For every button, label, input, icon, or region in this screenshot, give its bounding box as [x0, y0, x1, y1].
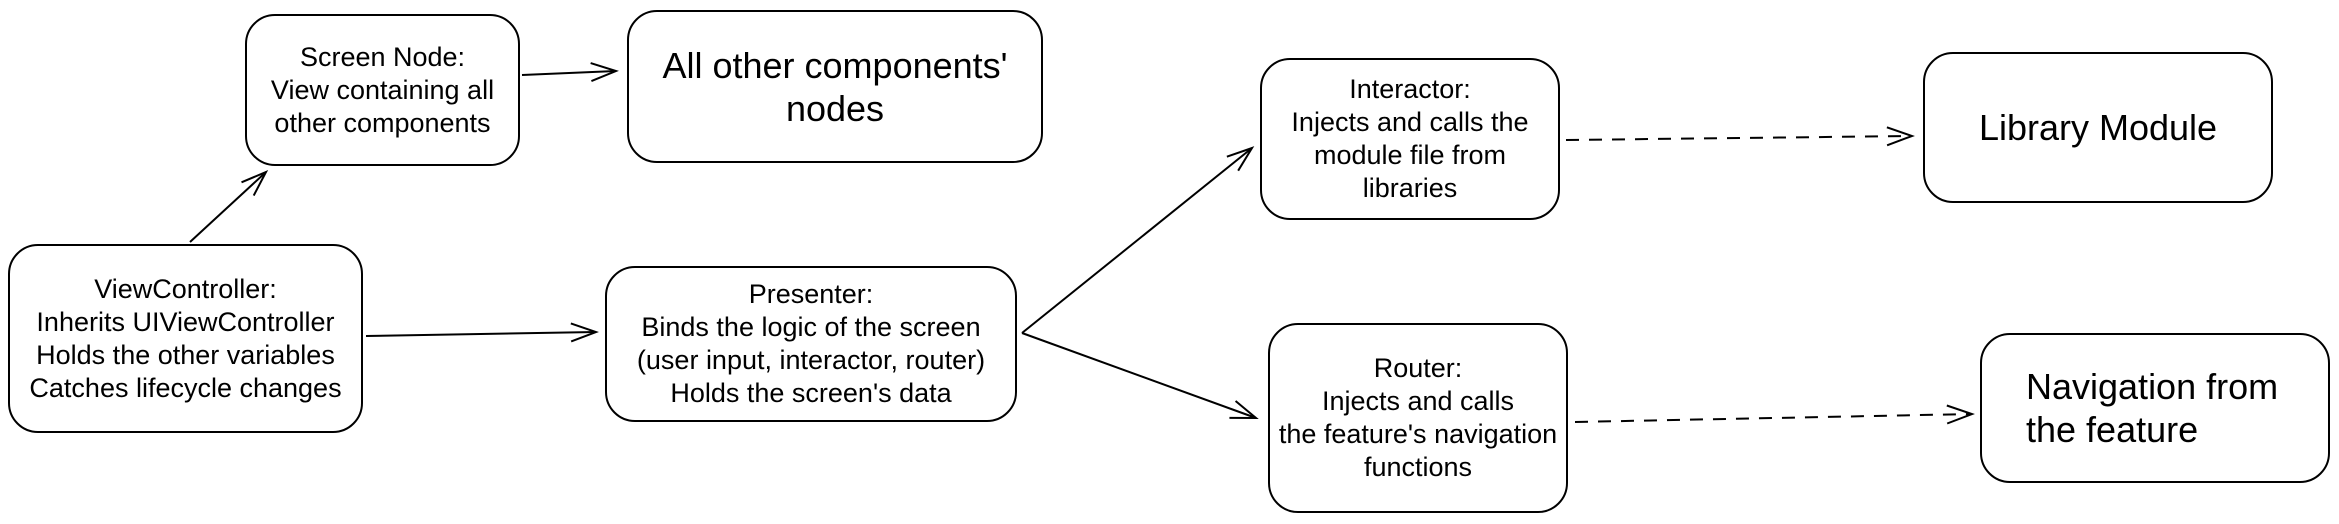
node-presenter-label: Presenter: Binds the logic of the screen…: [636, 279, 986, 408]
node-library-module-label: Library Module: [1978, 107, 2218, 148]
node-navigation-from-feature: Navigation from the feature: [1980, 333, 2330, 483]
node-interactor-label: Interactor: Injects and calls the module…: [1291, 74, 1529, 203]
edge-router-to-navigation: [1574, 404, 1975, 425]
node-library-module: Library Module: [1923, 52, 2273, 203]
node-all-other-nodes: All other components' nodes: [627, 10, 1043, 163]
edge-interactor-to-library-module: [1565, 126, 1915, 147]
node-presenter: Presenter: Binds the logic of the screen…: [605, 266, 1017, 422]
edge-presenter-to-interactor: [1021, 146, 1255, 334]
node-navigation-from-feature-label: Navigation from the feature: [2026, 366, 2279, 450]
node-interactor: Interactor: Injects and calls the module…: [1260, 58, 1560, 220]
edge-presenter-to-router: [1021, 332, 1259, 420]
edge-screen-node-to-all-other-nodes: [521, 62, 619, 82]
node-router-label: Router: Injects and calls the feature's …: [1278, 353, 1558, 482]
edge-viewcontroller-to-presenter: [365, 322, 599, 343]
edge-viewcontroller-to-screen-node: [189, 169, 269, 243]
node-screen-node-label: Screen Node: View containing all other c…: [270, 41, 495, 138]
node-all-other-nodes-label: All other components' nodes: [662, 44, 1008, 129]
node-viewcontroller: ViewController: Inherits UIViewControlle…: [8, 244, 363, 433]
node-router: Router: Injects and calls the feature's …: [1268, 323, 1568, 513]
node-viewcontroller-label: ViewController: Inherits UIViewControlle…: [29, 273, 342, 403]
node-screen-node: Screen Node: View containing all other c…: [245, 14, 520, 166]
